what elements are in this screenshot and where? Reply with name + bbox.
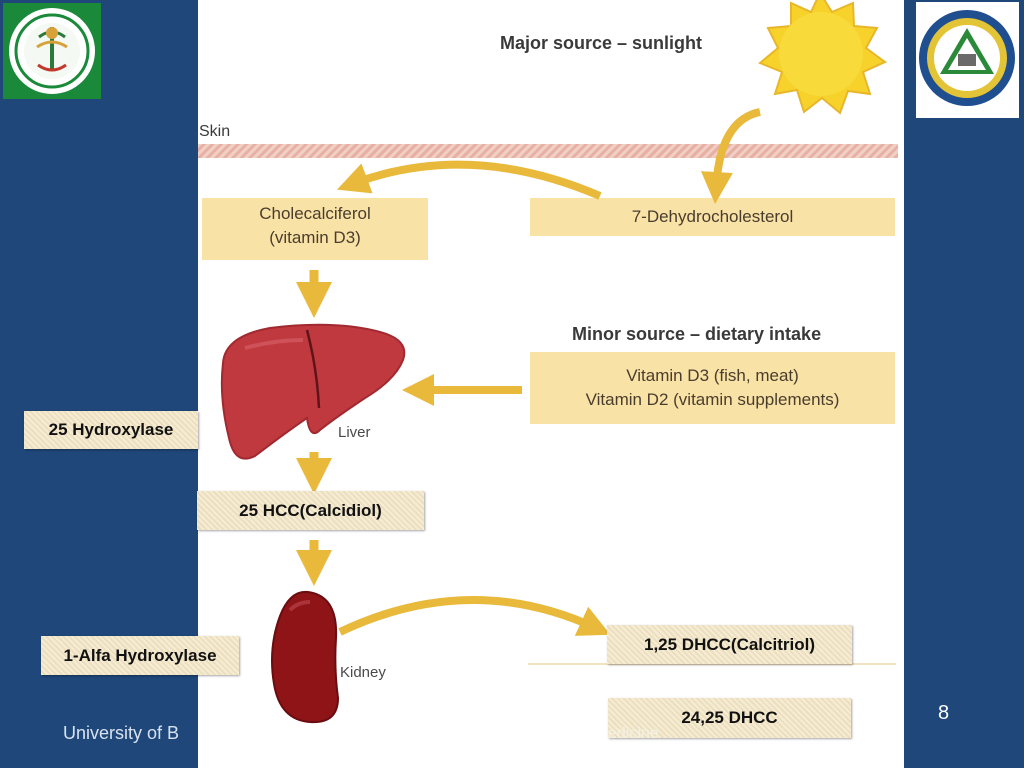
major-source-heading: Major source – sunlight: [500, 33, 703, 53]
calcidiol-text: 25 HCC(Calcidiol): [239, 500, 382, 520]
ministry-emblem-icon: [9, 8, 95, 94]
dhcc-2425-tag: 24,25 DHCC: [608, 698, 851, 738]
skin-label: Skin: [199, 123, 231, 140]
footer-left-text: University of B: [63, 723, 180, 743]
university-emblem-icon: [919, 10, 1015, 106]
skin-layer: [198, 144, 898, 158]
kidney-icon: [271, 590, 340, 724]
dietary-intake-line2: Vitamin D2 (vitamin supplements): [585, 390, 840, 409]
liver-icon: [220, 323, 406, 460]
university-logo: [916, 2, 1019, 118]
dehydrocholesterol-box: 7-Dehydrocholesterol: [530, 198, 895, 236]
kidney-label: Kidney: [340, 664, 386, 681]
calcidiol-tag: 25 HCC(Calcidiol): [197, 491, 424, 530]
sun-icon: [758, 0, 887, 115]
dehydrocholesterol-text: 7-Dehydrocholesterol: [631, 207, 794, 226]
minor-source-heading: Minor source – dietary intake: [572, 324, 822, 344]
hydroxylase-25-tag: 25 Hydroxylase: [24, 411, 198, 449]
dietary-intake-box: Vitamin D3 (fish, meat) Vitamin D2 (vita…: [530, 352, 895, 424]
calcitriol-text: 1,25 DHCC(Calcitriol): [644, 634, 815, 654]
alfa-hydroxylase-tag: 1-Alfa Hydroxylase: [41, 636, 239, 675]
cholecalciferol-text: Cholecalciferol: [259, 204, 371, 223]
alfa-hydroxylase-text: 1-Alfa Hydroxylase: [63, 645, 217, 665]
cholecalciferol-box: Cholecalciferol (vitamin D3): [202, 198, 428, 260]
dietary-intake-line1: Vitamin D3 (fish, meat): [626, 366, 799, 385]
dhcc-2425-text: 24,25 DHCC: [681, 708, 778, 727]
hydroxylase-25-text: 25 Hydroxylase: [48, 420, 174, 439]
cholecalciferol-subtext: (vitamin D3): [269, 228, 361, 247]
page-number: 8: [938, 702, 950, 724]
footer-right-text: edicine: [608, 725, 659, 742]
liver-label: Liver: [338, 424, 371, 441]
ministry-logo: [3, 3, 101, 99]
calcitriol-tag: 1,25 DHCC(Calcitriol): [607, 625, 852, 664]
